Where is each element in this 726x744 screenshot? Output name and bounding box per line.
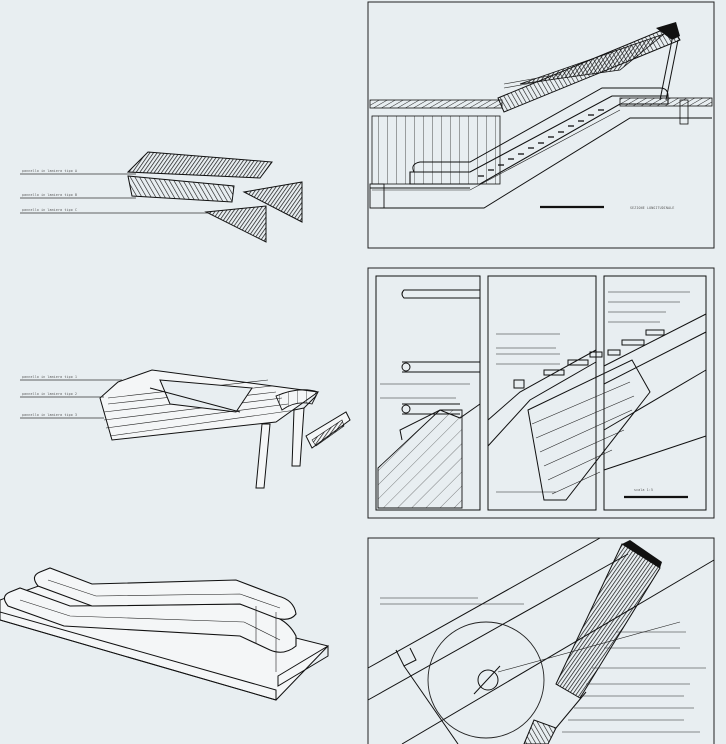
exploded-panels-diagram: pannello in lamiera tipo A pannello in l… [20,151,303,243]
detail-sections-panel: scala 1:5 [367,267,715,519]
canopy-support [659,39,673,101]
panel-label: pannello in lamiera tipo 2 [22,392,77,396]
panel-label: pannello in lamiera tipo C [22,208,77,212]
detail-box-1 [375,275,481,511]
escalator-isometric [0,567,329,701]
canopy-axonometric: pannello in lamiera tipo 1 pannello in l… [20,369,351,489]
scale-caption: scala 1:5 [634,488,653,492]
escalator-truss [409,95,669,185]
support-leg [255,423,271,489]
detail-circle [427,621,545,739]
slab-left [369,99,503,109]
panel-piece-top [126,151,273,179]
large-detail-panel [367,537,715,744]
large-detail-frame [367,537,715,744]
panel-label: pannello in lamiera tipo 3 [22,413,77,417]
detail-box-2 [487,275,597,511]
wall-cladding [371,115,501,185]
panel-label: pannello in lamiera tipo 1 [22,375,77,379]
panel-label: pannello in lamiera tipo B [22,193,77,197]
panel-piece-triangle-right [242,181,303,223]
deck-opening [159,379,253,413]
panel-piece-front [127,175,235,203]
longitudinal-section-panel: SEZIONE LONGITUDINALE [367,1,715,249]
panel-piece-triangle-left [204,205,267,243]
lower-slab-line [380,117,712,209]
support-leg [291,407,305,467]
panel-label: pannello in lamiera tipo A [22,169,77,173]
escalator-handrail [33,567,297,620]
section-caption: SEZIONE LONGITUDINALE [630,206,675,210]
escalator-handrail [3,587,297,653]
